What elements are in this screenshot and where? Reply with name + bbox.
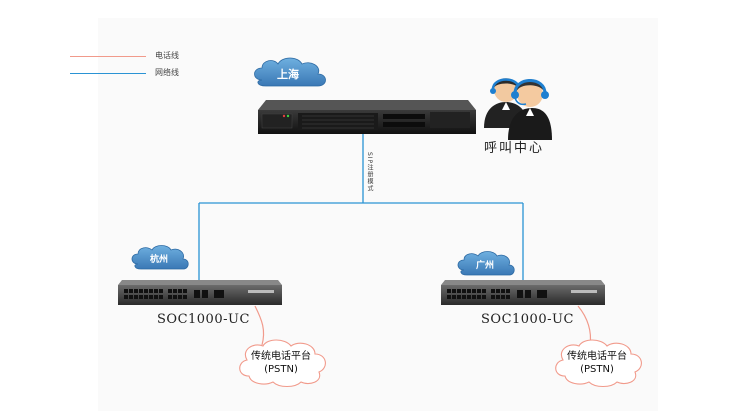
pstn-label-guangzhou: 传统电话平台 (PSTN) xyxy=(552,350,642,376)
guangzhou-switch xyxy=(441,280,605,305)
hangzhou-cloud: 杭州 xyxy=(131,245,189,270)
legend-phone-line-label: 电话线 xyxy=(155,51,179,60)
shanghai-cloud-label: 上海 xyxy=(277,67,299,81)
hangzhou-cloud-label: 杭州 xyxy=(150,253,168,265)
legend-phone-line-swatch xyxy=(70,56,146,57)
pstn-label-hangzhou: 传统电话平台 (PSTN) xyxy=(236,350,326,376)
call-center-agents-icon xyxy=(484,78,552,140)
pstn-cloud-hangzhou xyxy=(239,339,326,388)
phone-line-hangzhou xyxy=(254,305,265,346)
shanghai-cloud: 上海 xyxy=(254,57,326,87)
guangzhou-cloud: 广州 xyxy=(457,251,515,276)
network-links xyxy=(198,132,524,282)
shanghai-server xyxy=(258,100,476,134)
legend-network-line-label: 网络线 xyxy=(155,68,179,77)
sip-registration-label: SIP注册模式 xyxy=(366,152,373,193)
guangzhou-device-label: SOC1000-UC xyxy=(481,312,574,327)
pstn-label-hangzhou-line1: 传统电话平台 xyxy=(251,351,311,362)
pstn-label-guangzhou-line1: 传统电话平台 xyxy=(567,351,627,362)
pstn-cloud-guangzhou xyxy=(555,339,642,388)
pstn-label-guangzhou-line2: (PSTN) xyxy=(580,364,614,375)
hangzhou-device-label: SOC1000-UC xyxy=(157,312,250,327)
legend-network-line-swatch xyxy=(70,73,146,74)
hangzhou-switch xyxy=(118,280,282,305)
diagram-background xyxy=(98,18,658,411)
pstn-label-hangzhou-line2: (PSTN) xyxy=(264,364,298,375)
call-center-label: 呼叫中心 xyxy=(484,141,545,156)
guangzhou-cloud-label: 广州 xyxy=(476,259,494,271)
phone-line-guangzhou xyxy=(577,305,592,346)
